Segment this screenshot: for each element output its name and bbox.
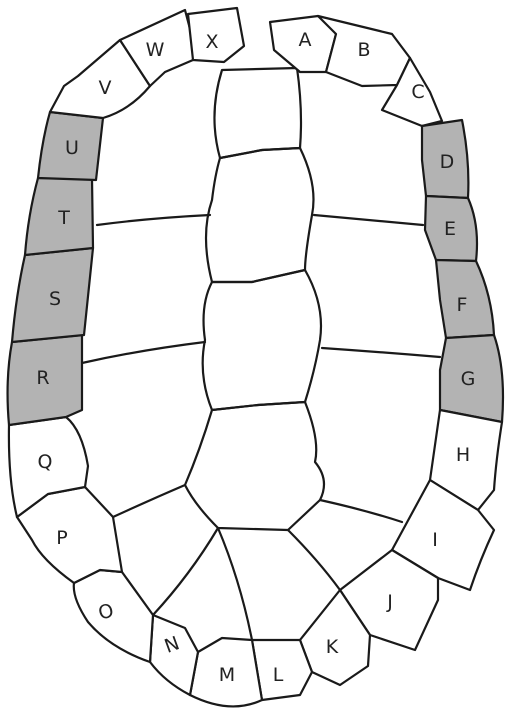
scute-m-label: M [219, 664, 235, 686]
seam-upper-left [97, 215, 210, 225]
scute-v-label: V [99, 77, 112, 99]
scute-a-label: A [299, 29, 312, 51]
seam-lower-left [113, 485, 185, 517]
seam-mid-left [82, 342, 205, 363]
scute-c-label: C [411, 81, 424, 103]
scute-p-label: P [56, 527, 67, 549]
scute-s: S [12, 248, 93, 342]
scute-s-label: S [49, 288, 61, 310]
scute-b: B [318, 16, 410, 86]
seam-mid-right [322, 348, 440, 357]
scute-t: T [25, 178, 93, 255]
scute-l-label: L [273, 664, 284, 686]
scute-e: E [425, 196, 477, 261]
scute-h-label: H [456, 444, 470, 466]
scute-f: F [436, 260, 494, 338]
scute-j-label: J [386, 591, 393, 613]
vertebral-scutes [185, 68, 324, 530]
scute-t-label: T [57, 207, 70, 229]
scute-k-label: K [326, 636, 339, 658]
scute-b-label: B [357, 39, 370, 61]
scute-m: M [190, 638, 262, 706]
vertebral-scute-1 [214, 68, 301, 158]
seam-lower-right [320, 500, 402, 522]
scute-q-label: Q [38, 451, 53, 473]
scute-f-label: F [457, 294, 468, 316]
seam-upper-right [314, 215, 423, 225]
scute-r: R [8, 335, 82, 425]
scute-w-label: W [146, 39, 165, 61]
seam-bottom-left [153, 528, 218, 615]
scute-n: N [150, 615, 198, 695]
scute-d: D [422, 120, 468, 198]
scute-g-label: G [461, 368, 476, 390]
seam-bottom-center [218, 528, 252, 640]
scute-r-label: R [36, 367, 49, 389]
scute-i-label: I [432, 529, 438, 551]
vertebral-scute-2 [206, 148, 314, 282]
scute-x-label: X [205, 31, 218, 53]
scute-e-label: E [444, 218, 456, 240]
scute-x: X [188, 8, 244, 62]
scute-d-label: D [440, 151, 455, 173]
scute-u: U [38, 112, 103, 180]
scute-o: O [74, 570, 153, 662]
scute-g: G [440, 335, 503, 422]
vertebral-scute-3 [203, 270, 321, 410]
seam-bottom-right [288, 530, 340, 590]
scute-u-label: U [65, 137, 79, 159]
vertebral-scute-4 [185, 402, 324, 530]
